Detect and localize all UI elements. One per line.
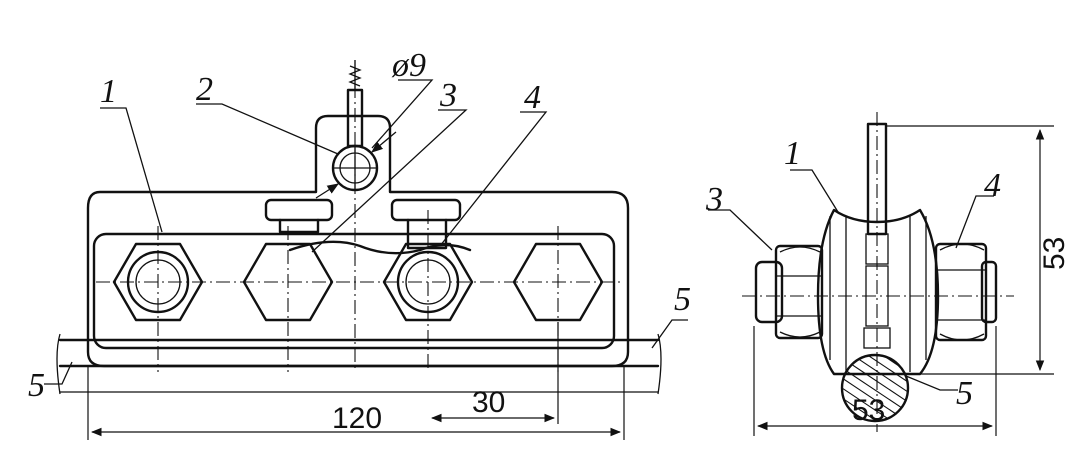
- label-part-1: 1: [100, 73, 117, 110]
- label-side-part-1: 1: [784, 135, 801, 172]
- pressure-plate-left: [264, 198, 334, 234]
- dimension-lines-side: [753, 125, 1054, 436]
- label-part-5-right: 5: [674, 281, 691, 318]
- side-clamp-body: [816, 208, 940, 376]
- front-view: 1 2 3 4 5 5 ø9 120 30: [28, 47, 691, 440]
- dimension-lines-front: [87, 322, 625, 440]
- dim-overall-length: 120: [332, 402, 382, 435]
- side-nut-left: [754, 244, 824, 340]
- side-nut-right: [934, 242, 998, 342]
- dim-side-width: 53: [852, 394, 885, 427]
- pressure-plate-right: [390, 198, 462, 250]
- dim-bolt-spacing: 30: [472, 386, 505, 419]
- label-part-2: 2: [196, 71, 213, 108]
- label-side-part-4: 4: [984, 167, 1001, 204]
- leader-lines-side: [708, 169, 994, 391]
- clamp-inner-frame: [92, 232, 616, 350]
- clamp-body-outline: [86, 114, 630, 368]
- label-side-part-3: 3: [705, 181, 723, 218]
- dim-hole-diameter: ø9: [391, 47, 426, 84]
- label-side-part-5: 5: [956, 375, 973, 412]
- label-part-3: 3: [439, 77, 457, 114]
- label-part-5-left: 5: [28, 367, 45, 404]
- label-part-4: 4: [524, 79, 541, 116]
- leader-lines-front: [44, 79, 688, 385]
- side-cable: [863, 122, 891, 349]
- side-view: 1 3 4 5 53 53: [705, 112, 1068, 436]
- side-rail-section: [840, 353, 910, 423]
- conductor-rail-front: [56, 333, 662, 395]
- dim-side-height: 53: [1038, 237, 1068, 270]
